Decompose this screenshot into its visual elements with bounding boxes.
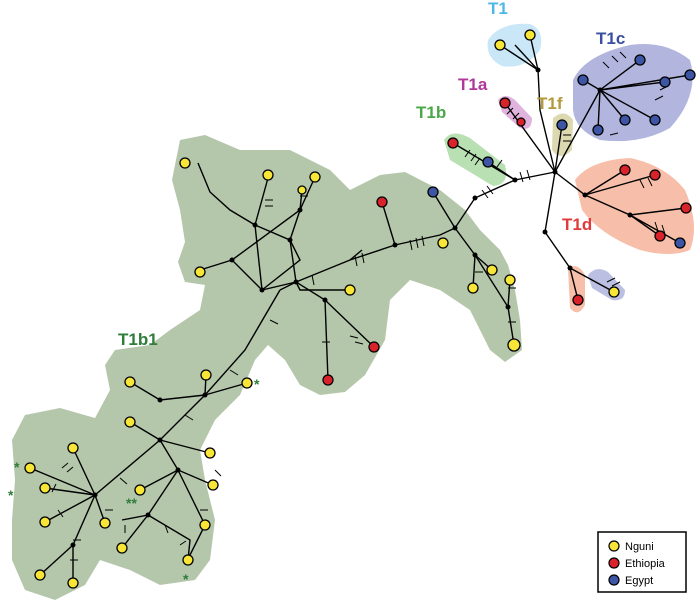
node-egypt xyxy=(619,114,631,126)
node-nguni xyxy=(116,542,128,554)
node-egypt xyxy=(556,119,568,131)
clade-label-t1d: T1d xyxy=(562,215,592,234)
clade-label-t1: T1 xyxy=(488,0,508,18)
node-nguni xyxy=(179,157,191,169)
node-nguni xyxy=(124,376,136,388)
node-ethiopia xyxy=(322,374,334,386)
legend-label-ethiopia: Ethiopia xyxy=(625,558,666,570)
node-egypt xyxy=(634,54,646,66)
node-ethiopia xyxy=(376,196,388,208)
node-nguni xyxy=(467,282,479,294)
node-nguni xyxy=(608,286,620,298)
node-ethiopia xyxy=(447,137,459,149)
sample-marker: * xyxy=(8,487,14,503)
node-nguni xyxy=(24,462,36,474)
node-nguni xyxy=(199,519,211,531)
legend: Nguni Ethiopia Egypt xyxy=(597,531,687,593)
node-egypt xyxy=(592,124,604,136)
legend-label-egypt: Egypt xyxy=(625,575,653,587)
node-ethiopia xyxy=(368,341,380,353)
median-vectors xyxy=(70,67,633,548)
node-nguni xyxy=(241,377,253,389)
node-nguni xyxy=(34,569,46,581)
node-nguni xyxy=(204,447,216,459)
node-nguni xyxy=(200,369,212,381)
clade-label-t1a: T1a xyxy=(458,75,488,94)
sample-marker: * xyxy=(183,571,189,587)
node-nguni xyxy=(262,169,274,181)
node-nguni xyxy=(134,484,146,496)
clade-label-t1f: T1f xyxy=(537,94,563,113)
clade-label-t1b1: T1b1 xyxy=(118,330,158,349)
node-ethiopia xyxy=(619,164,631,176)
node-nguni xyxy=(67,442,79,454)
node-egypt xyxy=(659,76,671,88)
node-nguni xyxy=(344,284,356,296)
node-ethiopia xyxy=(499,97,511,109)
node-ethiopia xyxy=(649,169,661,181)
node-nguni xyxy=(182,554,194,566)
legend-swatch-egypt xyxy=(608,574,620,586)
node-egypt xyxy=(427,186,439,198)
node-nguni xyxy=(524,29,536,41)
legend-label-nguni: Nguni xyxy=(625,541,654,553)
node-ethiopia xyxy=(516,117,526,127)
sample-marker: * xyxy=(14,459,20,475)
node-ethiopia xyxy=(572,294,584,306)
node-nguni xyxy=(507,338,521,352)
haplotype-nodes xyxy=(24,29,696,589)
t1b1-region xyxy=(12,135,522,600)
mutation-ticks xyxy=(51,51,669,561)
node-nguni xyxy=(309,171,321,183)
legend-swatch-ethiopia xyxy=(608,557,620,569)
node-egypt xyxy=(577,74,589,86)
node-egypt xyxy=(482,156,494,168)
sample-marker: * xyxy=(254,376,260,392)
node-nguni xyxy=(494,39,506,51)
node-nguni xyxy=(194,266,206,278)
node-egypt xyxy=(649,114,661,126)
node-nguni xyxy=(124,416,136,428)
node-nguni xyxy=(99,517,111,529)
node-ethiopia xyxy=(680,202,692,214)
clade-label-t1b: T1b xyxy=(416,103,446,122)
node-nguni xyxy=(39,516,51,528)
node-nguni xyxy=(504,274,516,286)
node-egypt xyxy=(684,69,696,81)
node-nguni xyxy=(207,479,219,491)
clade-label-t1c: T1c xyxy=(596,29,625,48)
t1c-region xyxy=(573,44,693,142)
t1d-sub-region-b xyxy=(588,269,625,301)
network-edges xyxy=(29,34,691,583)
sample-marker: ** xyxy=(126,495,137,511)
node-egypt xyxy=(674,237,686,249)
node-nguni xyxy=(297,185,307,195)
node-ethiopia xyxy=(654,230,666,242)
node-nguni xyxy=(39,482,51,494)
node-nguni xyxy=(437,237,449,249)
node-nguni xyxy=(67,577,79,589)
node-nguni xyxy=(486,264,498,276)
legend-swatch-nguni xyxy=(608,540,620,552)
